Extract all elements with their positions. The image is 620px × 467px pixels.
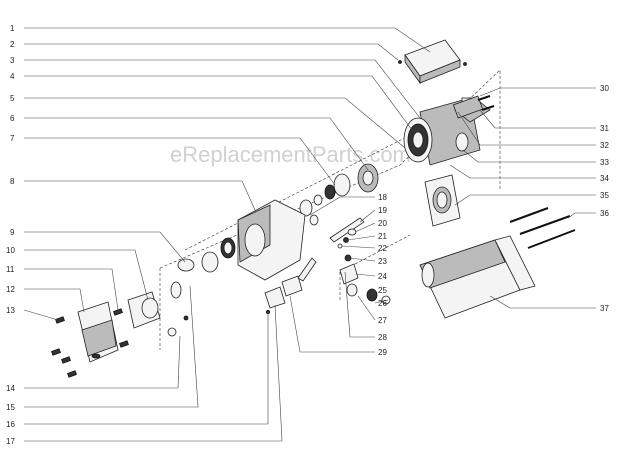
callout-4: 4 xyxy=(10,72,15,81)
callout-24: 24 xyxy=(378,272,387,281)
callout-3: 3 xyxy=(10,56,15,65)
callout-18: 18 xyxy=(378,193,387,202)
callouts-left: 1 2 3 4 5 6 7 8 9 10 11 12 13 14 15 16 1… xyxy=(6,24,15,446)
callouts-middle: 18 19 20 21 22 23 24 25 26 27 28 29 xyxy=(378,193,387,357)
callout-19: 19 xyxy=(378,206,387,215)
part-motor-shroud xyxy=(419,235,536,319)
part-gear xyxy=(357,163,379,193)
callout-21: 21 xyxy=(378,232,387,241)
callout-10: 10 xyxy=(6,246,15,255)
callout-5: 5 xyxy=(10,94,15,103)
callout-14: 14 xyxy=(6,384,15,393)
callout-27: 27 xyxy=(378,316,387,325)
part-bracket xyxy=(264,257,317,314)
callout-15: 15 xyxy=(6,403,15,412)
callout-11: 11 xyxy=(6,265,15,274)
callout-17: 17 xyxy=(6,437,15,446)
watermark-text: eReplacementParts.com xyxy=(170,142,411,167)
callout-12: 12 xyxy=(6,285,15,294)
callout-16: 16 xyxy=(6,420,15,429)
part-cover-plate xyxy=(398,39,467,85)
callout-34: 34 xyxy=(600,174,609,183)
callout-23: 23 xyxy=(378,257,387,266)
callout-28: 28 xyxy=(378,333,387,342)
part-knob-parts xyxy=(339,263,391,305)
callouts-right: 30 31 32 33 34 35 36 37 xyxy=(600,84,609,313)
part-pump-block xyxy=(127,291,161,329)
part-motor-top-fittings xyxy=(452,95,495,152)
part-screws-left xyxy=(51,308,129,378)
callout-1: 1 xyxy=(10,24,15,33)
part-crank xyxy=(170,251,219,299)
callout-29: 29 xyxy=(378,348,387,357)
callout-26: 26 xyxy=(378,299,387,308)
callout-32: 32 xyxy=(600,141,609,150)
part-end-plate xyxy=(424,174,461,227)
callout-33: 33 xyxy=(600,158,609,167)
callout-22: 22 xyxy=(378,244,387,253)
callout-30: 30 xyxy=(600,84,609,93)
callout-6: 6 xyxy=(10,114,15,123)
callout-13: 13 xyxy=(6,306,15,315)
part-shaft-bearings xyxy=(299,173,351,226)
callout-36: 36 xyxy=(600,209,609,218)
part-long-bolts xyxy=(509,207,576,249)
part-main-housing xyxy=(220,199,306,281)
callout-2: 2 xyxy=(10,40,15,49)
callout-8: 8 xyxy=(10,177,15,186)
callout-9: 9 xyxy=(10,228,15,237)
callout-37: 37 xyxy=(600,304,609,313)
part-pressure-switch-parts xyxy=(329,217,365,262)
leader-lines xyxy=(23,27,596,442)
part-front-cover xyxy=(77,301,119,363)
callout-20: 20 xyxy=(378,219,387,228)
callout-31: 31 xyxy=(600,124,609,133)
callout-25: 25 xyxy=(378,286,387,295)
part-seals xyxy=(167,315,189,337)
callout-7: 7 xyxy=(10,134,15,143)
callout-35: 35 xyxy=(600,191,609,200)
